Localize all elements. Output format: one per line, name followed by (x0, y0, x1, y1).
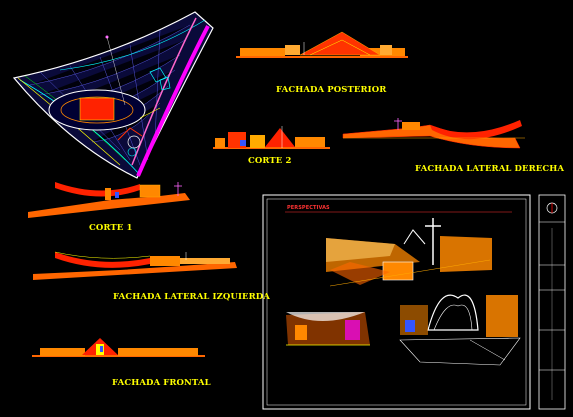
perspective-view-2 (286, 312, 370, 346)
perspectives-sheet (262, 194, 566, 410)
label-perspectivas: PERSPECTIVAS (287, 205, 330, 211)
title-block (538, 194, 566, 410)
label-corte-1: CORTE 1 (89, 223, 133, 233)
elevation-fachada-frontal (32, 338, 205, 357)
elevation-fachada-lateral-izquierda (33, 251, 237, 280)
label-corte-2: CORTE 2 (248, 156, 292, 166)
elevation-fachada-posterior (236, 31, 408, 58)
section-corte-1 (28, 182, 190, 218)
label-fachada-lateral-derecha: FACHADA LATERAL DERECHA (415, 164, 565, 174)
perspective-view-1 (326, 218, 492, 287)
label-fachada-lateral-izquierda: FACHADA LATERAL IZQUIERDA (113, 292, 270, 302)
label-fachada-frontal: FACHADA FRONTAL (112, 378, 211, 388)
site-plan (12, 11, 214, 179)
elevation-fachada-lateral-derecha (342, 118, 525, 149)
section-corte-2 (213, 126, 330, 149)
label-fachada-posterior: FACHADA POSTERIOR (276, 85, 387, 95)
perspective-view-3 (399, 294, 521, 366)
